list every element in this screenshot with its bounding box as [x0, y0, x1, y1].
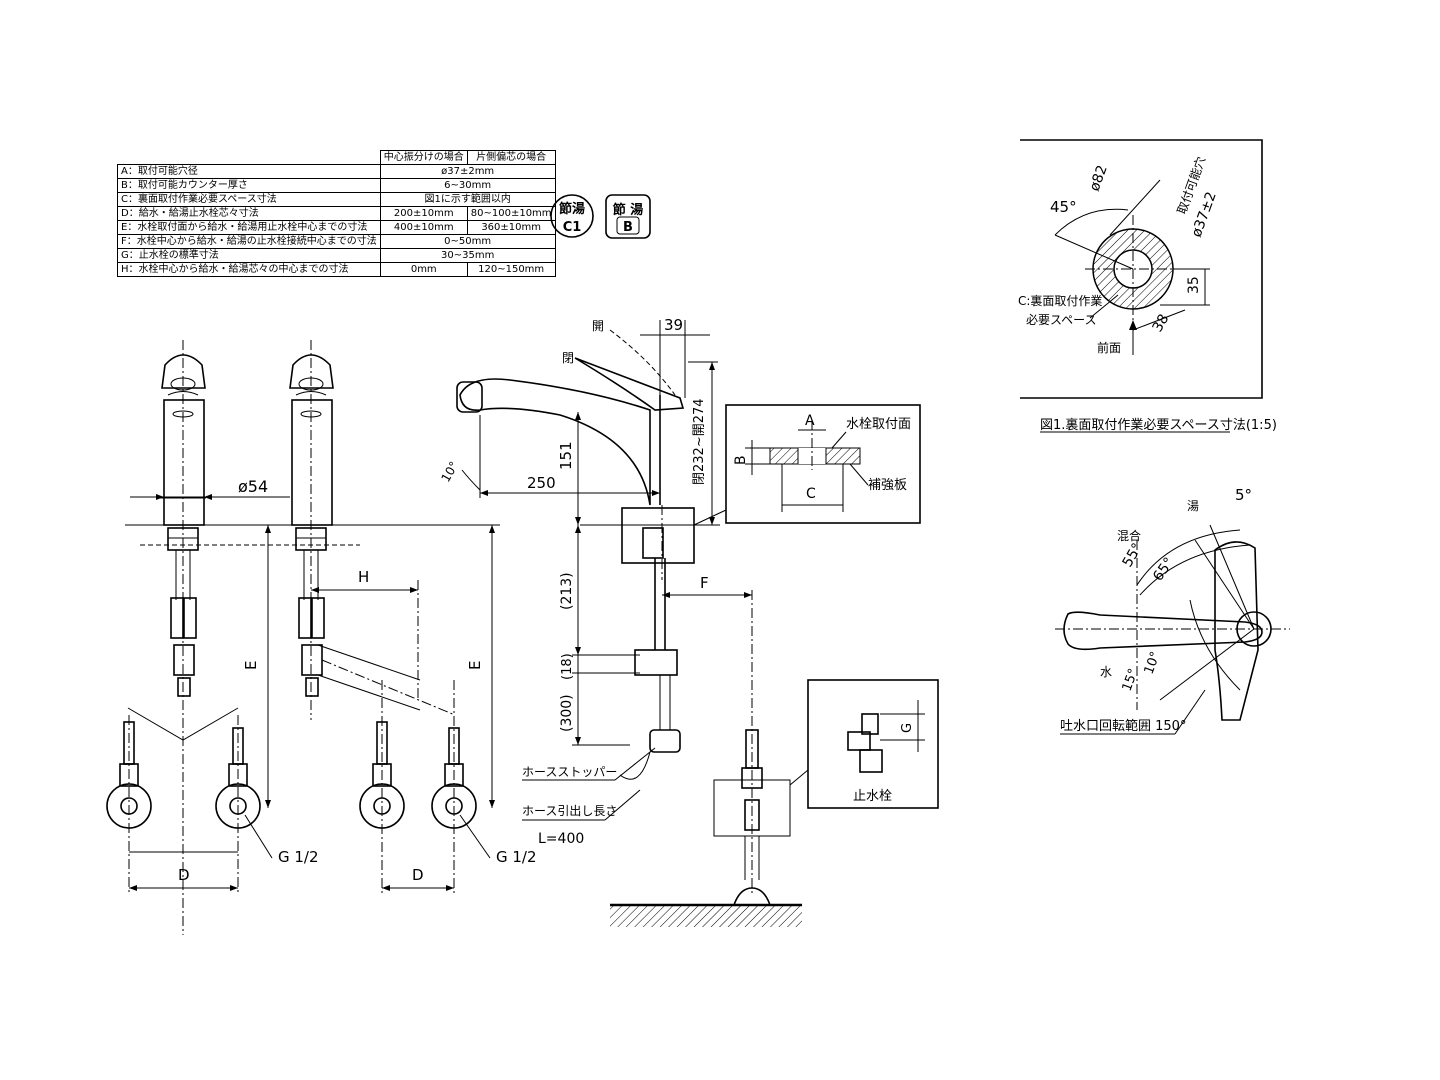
thread-right: G 1/2	[496, 848, 537, 866]
badge-b-top: 節 湯	[613, 202, 644, 218]
front-e-dim-right: E	[466, 525, 495, 808]
side-dim-f: F	[662, 574, 752, 598]
mount-detail: A B C 水栓取付面 補強板	[693, 404, 921, 526]
mount-B: B	[733, 455, 749, 465]
side-view-faucet	[456, 329, 720, 780]
side-angle-10: 10°	[438, 459, 461, 484]
badge-c1-top: 節湯	[559, 201, 585, 217]
side-18-label: (18)	[560, 653, 575, 680]
side-250-label: 250	[527, 474, 556, 492]
top-hot: 湯	[1187, 499, 1199, 513]
front-d-right: D	[412, 866, 424, 884]
badge-c1: 節湯 C1	[550, 194, 594, 238]
top-mix: 混合	[1117, 528, 1141, 543]
side-213-label: (213)	[559, 572, 575, 610]
side-dim-250: 250 10°	[438, 415, 660, 498]
valve-label: 止水栓	[853, 789, 892, 804]
side-open-side: 閉	[562, 351, 574, 365]
fig1-space-label-1: C:裏面取付作業	[1018, 293, 1102, 308]
front-dia-dim: ø54	[130, 477, 290, 500]
top-angle-15: 15°	[1120, 667, 1142, 694]
top-water: 水	[1100, 665, 1112, 679]
spec-table-header-row: 中心振分けの場合 片側偏芯の場合	[118, 150, 556, 165]
figure1: 45° ø82 取付可能穴 ø37±2 35 38 C:裏面取付作業 必要スペー…	[1018, 139, 1277, 433]
front-d-dim-left: D	[129, 851, 238, 891]
side-dim-39: 39	[640, 316, 710, 398]
badge-b: 節 湯 B	[605, 194, 651, 239]
row-value-center: 0mm	[379, 262, 468, 277]
side-300-label: (300)	[559, 694, 575, 732]
fig1-caption: 図1.裏面取付作業必要スペース寸法(1:5)	[1040, 417, 1277, 433]
front-view-right-faucet	[289, 340, 456, 720]
mount-A: A	[805, 413, 815, 429]
mount-C: C	[806, 486, 816, 502]
hose-length-label: ホース引出し長さ	[522, 804, 617, 818]
side-dim-274: 閉232~開274	[688, 361, 718, 525]
thread-left: G 1/2	[278, 848, 319, 866]
valve-right-1	[359, 680, 405, 895]
thread-labels: G 1/2 G 1/2	[244, 814, 537, 866]
front-h-label: H	[358, 568, 369, 586]
row-label: H：水栓中心から給水・給湯芯々の中心までの寸法	[117, 262, 381, 277]
top-spout-range: 吐水口回転範囲 150°	[1060, 719, 1186, 734]
valve-right-2	[431, 680, 477, 895]
hose-labels: ホースストッパー ホース引出し長さ L=400	[522, 747, 656, 847]
mount-surface-label: 水栓取付面	[846, 417, 911, 432]
front-e-right: E	[466, 661, 484, 670]
front-d-dim-right: D	[382, 866, 454, 891]
side-dim-vertical-stack: (213) (18) (300)	[559, 525, 640, 746]
fig1-space-label-2: 必要スペース	[1026, 313, 1097, 327]
valve-detail: G 止水栓	[789, 679, 939, 809]
top-view: 湯 5° 混合 55° 65° 水 15° 10° 吐水口回転範囲 150°	[1055, 486, 1290, 735]
valve-left-2	[215, 715, 261, 895]
side-dim-151: 151	[557, 412, 581, 525]
badge-b-bottom: B	[623, 220, 633, 235]
front-e-left: E	[242, 661, 260, 670]
fig1-front: 前面	[1097, 340, 1121, 355]
side-151-label: 151	[557, 441, 575, 470]
fig1-dim-35: 35	[1186, 276, 1202, 294]
front-dia-label: ø54	[238, 477, 268, 496]
break-line	[127, 707, 239, 741]
fig1-dia-outer: ø82	[1087, 163, 1111, 193]
row-value-offset: 120~150mm	[466, 262, 556, 277]
fig1-angle: 45°	[1050, 198, 1077, 216]
top-angle-5: 5°	[1235, 486, 1252, 504]
side-supply-valve	[713, 590, 791, 906]
badge-c1-bottom: C1	[563, 220, 582, 235]
front-view-left-faucet	[160, 340, 206, 935]
table-row: C：裏面取付作業必要スペース寸法図1に示す範囲以内	[117, 192, 556, 207]
side-39-label: 39	[664, 316, 683, 334]
side-274-label: 閉232~開274	[692, 398, 707, 485]
side-open-top: 開	[592, 319, 604, 333]
top-angle-65: 65°	[1150, 555, 1177, 585]
front-h-dim: H	[311, 568, 419, 700]
top-angle-10: 10°	[1142, 650, 1164, 677]
valve-left-1	[106, 715, 152, 895]
front-d-left: D	[178, 866, 190, 884]
floor	[610, 903, 802, 927]
mount-reinforcement-label: 補強板	[868, 478, 907, 493]
valve-G: G	[900, 723, 915, 733]
top-angle-55: 55°	[1120, 540, 1146, 570]
side-f-label: F	[700, 574, 709, 592]
hose-stopper-label: ホースストッパー	[522, 765, 617, 779]
hose-L-label: L=400	[538, 831, 584, 847]
fig1-dim-38: 38	[1150, 312, 1173, 335]
front-e-dim-left: E	[242, 525, 271, 808]
